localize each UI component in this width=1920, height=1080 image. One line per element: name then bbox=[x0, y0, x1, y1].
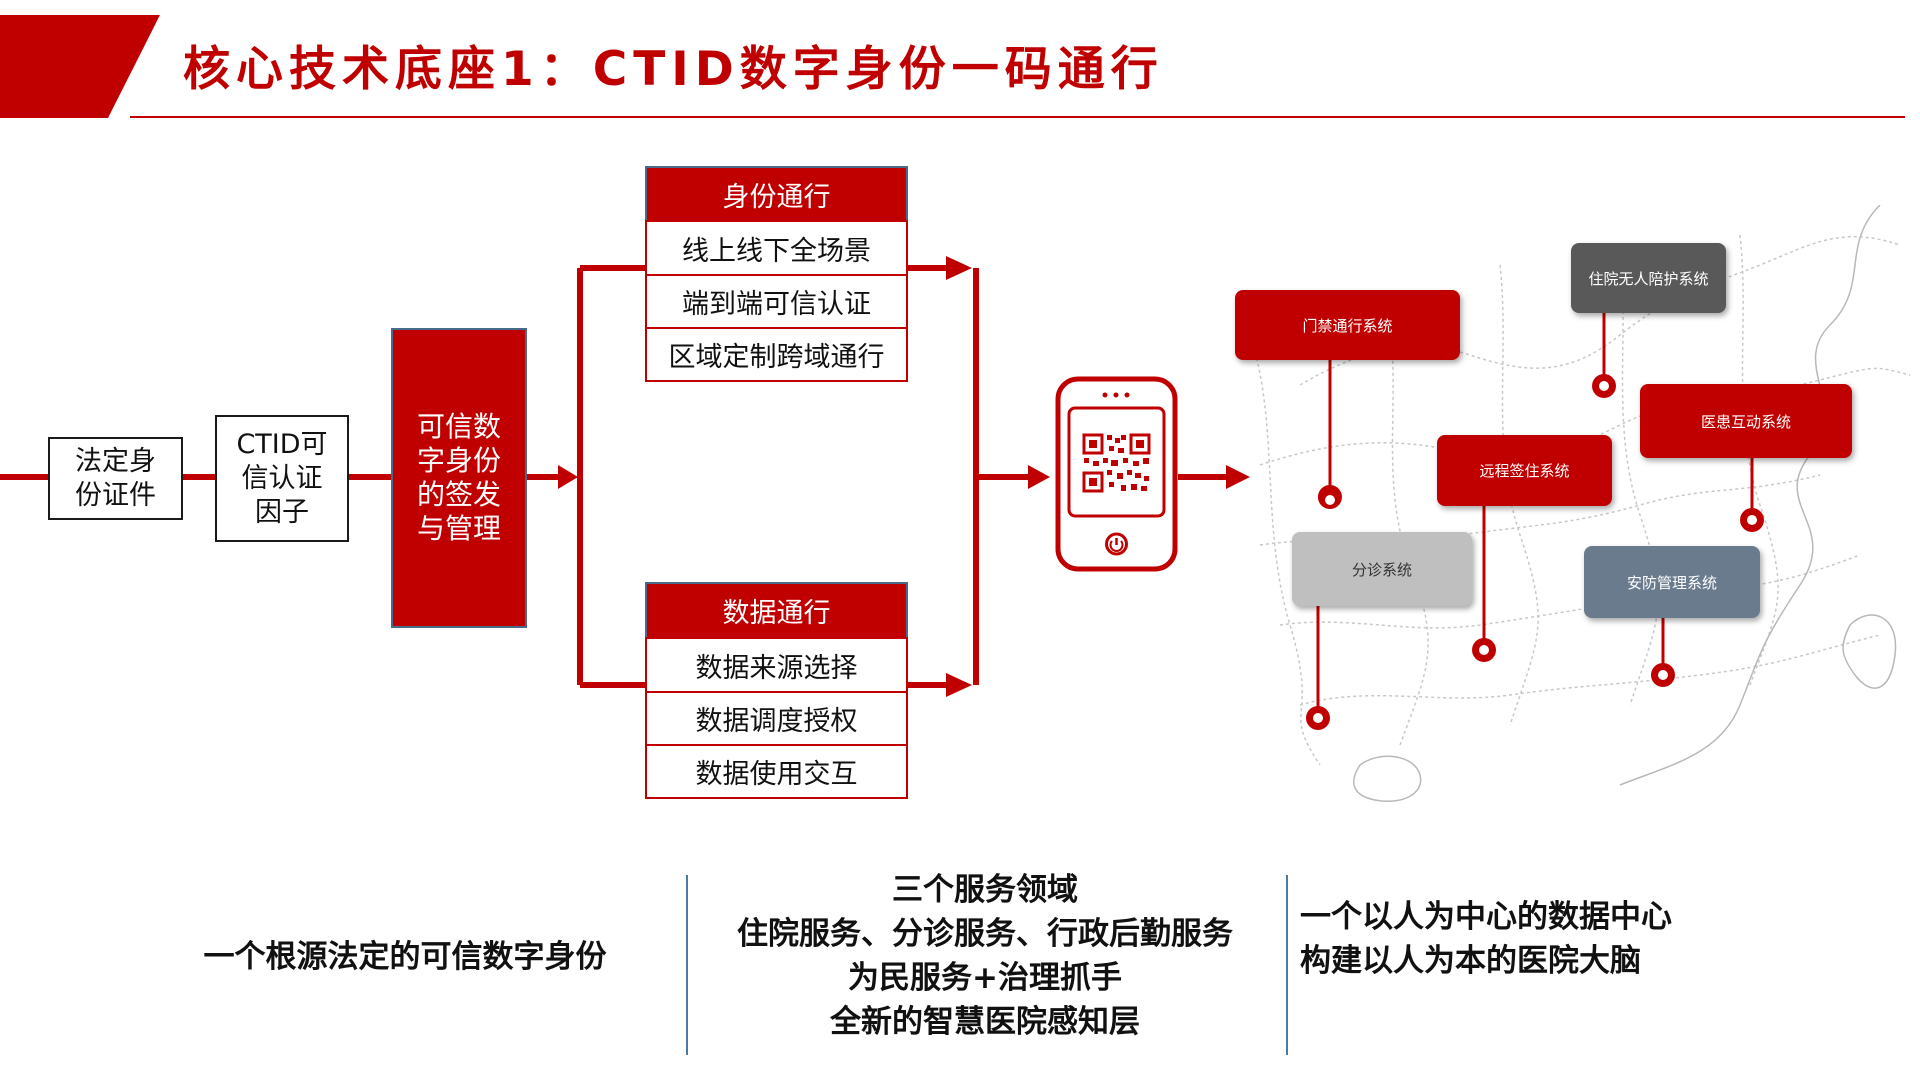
summary-divider-right bbox=[1286, 875, 1288, 1055]
data-item: 数据使用交互 bbox=[645, 746, 908, 799]
qr-phone-icon bbox=[1055, 376, 1178, 572]
callout-security: 安防管理系统 bbox=[1584, 546, 1760, 618]
identity-item: 线上线下全场景 bbox=[645, 220, 908, 276]
identity-item: 区域定制跨域通行 bbox=[645, 329, 908, 382]
summary-middle-line: 住院服务、分诊服务、行政后勤服务 bbox=[737, 916, 1233, 952]
title-underline bbox=[130, 116, 1905, 118]
page-title: 核心技术底座1：CTID数字身份一码通行 bbox=[183, 42, 1164, 97]
summary-right: 一个以人为中心的数据中心 构建以人为本的医院大脑 bbox=[1300, 895, 1800, 983]
summary-left: 一个根源法定的可信数字身份 bbox=[203, 939, 607, 975]
summary-right-line: 一个以人为中心的数据中心 bbox=[1300, 899, 1672, 935]
summary-middle-line: 全新的智慧医院感知层 bbox=[830, 1004, 1140, 1040]
callout-triage: 分诊系统 bbox=[1292, 532, 1472, 606]
issue-manage-block: 可信数字身份的签发与管理 bbox=[391, 328, 527, 628]
data-stack: 数据通行 数据来源选择 数据调度授权 数据使用交互 bbox=[645, 582, 908, 799]
summary-middle-line: 三个服务领域 bbox=[892, 872, 1078, 908]
identity-item: 端到端可信认证 bbox=[645, 276, 908, 329]
data-item: 数据调度授权 bbox=[645, 693, 908, 746]
callout-doctor-patient: 医患互动系统 bbox=[1640, 384, 1852, 458]
identity-stack: 身份通行 线上线下全场景 端到端可信认证 区域定制跨域通行 bbox=[645, 166, 908, 382]
summary-middle-line: 为民服务+治理抓手 bbox=[848, 960, 1122, 996]
summary-right-line: 构建以人为本的医院大脑 bbox=[1300, 943, 1641, 979]
callout-access-control: 门禁通行系统 bbox=[1235, 290, 1460, 360]
china-map bbox=[1249, 205, 1911, 802]
summary-middle: 三个服务领域 住院服务、分诊服务、行政后勤服务 为民服务+治理抓手 全新的智慧医… bbox=[690, 868, 1280, 1044]
callout-inpatient-care: 住院无人陪护系统 bbox=[1571, 243, 1726, 313]
summary-divider-left bbox=[686, 875, 688, 1055]
callout-remote-signin: 远程签住系统 bbox=[1437, 435, 1612, 506]
ctid-factor-box: CTID可信认证因子 bbox=[215, 415, 349, 542]
title-banner bbox=[0, 15, 164, 118]
identity-stack-title: 身份通行 bbox=[645, 166, 908, 220]
data-stack-title: 数据通行 bbox=[645, 582, 908, 637]
data-item: 数据来源选择 bbox=[645, 637, 908, 693]
legal-id-box: 法定身份证件 bbox=[48, 437, 183, 520]
